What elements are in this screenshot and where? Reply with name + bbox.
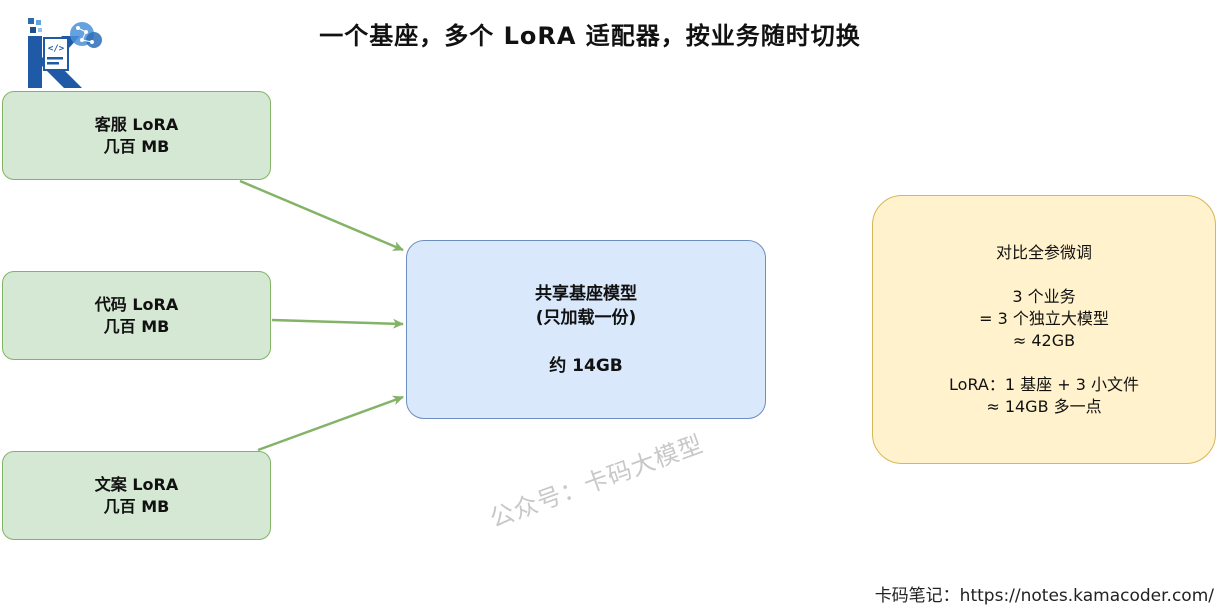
adapter-size: 几百 MB [103,316,170,336]
arrow-adapter-2-to-base [271,318,404,329]
logo-icon: </> [28,18,102,88]
comparison-line: = 3 个独立大模型 [979,308,1109,328]
adapter-box-customer-service: 客服 LoRA 几百 MB [2,91,271,180]
adapter-size: 几百 MB [103,136,170,156]
adapter-size: 几百 MB [103,496,170,516]
diagram-title: 一个基座，多个 LoRA 适配器，按业务随时切换 [319,22,861,50]
base-model-load-note: (只加载一份) [535,307,637,328]
comparison-line: ≈ 42GB [1012,330,1076,350]
svg-text:</>: </> [48,44,65,54]
arrow-adapter-1-to-base [239,179,404,252]
footer-credit: 卡码笔记：https://notes.kamacoder.com/ [874,586,1214,606]
adapter-name: 代码 LoRA [94,294,179,314]
comparison-heading: 对比全参微调 [995,242,1092,262]
adapter-name: 客服 LoRA [94,114,179,134]
adapter-box-code: 代码 LoRA 几百 MB [2,271,271,360]
comparison-line: ≈ 14GB 多一点 [986,396,1102,416]
arrow-adapter-3-to-base [257,395,404,452]
base-model-box: 共享基座模型 (只加载一份) 约 14GB [406,240,766,419]
adapter-box-copywriting: 文案 LoRA 几百 MB [2,451,271,540]
comparison-line: 3 个业务 [1012,286,1076,306]
base-model-size: 约 14GB [549,355,623,376]
comparison-box: 对比全参微调 3 个业务 = 3 个独立大模型 ≈ 42GB LoRA：1 基座… [872,195,1216,464]
adapter-name: 文案 LoRA [94,474,179,494]
comparison-line: LoRA：1 基座 + 3 小文件 [949,374,1139,394]
base-model-label: 共享基座模型 [535,283,637,304]
